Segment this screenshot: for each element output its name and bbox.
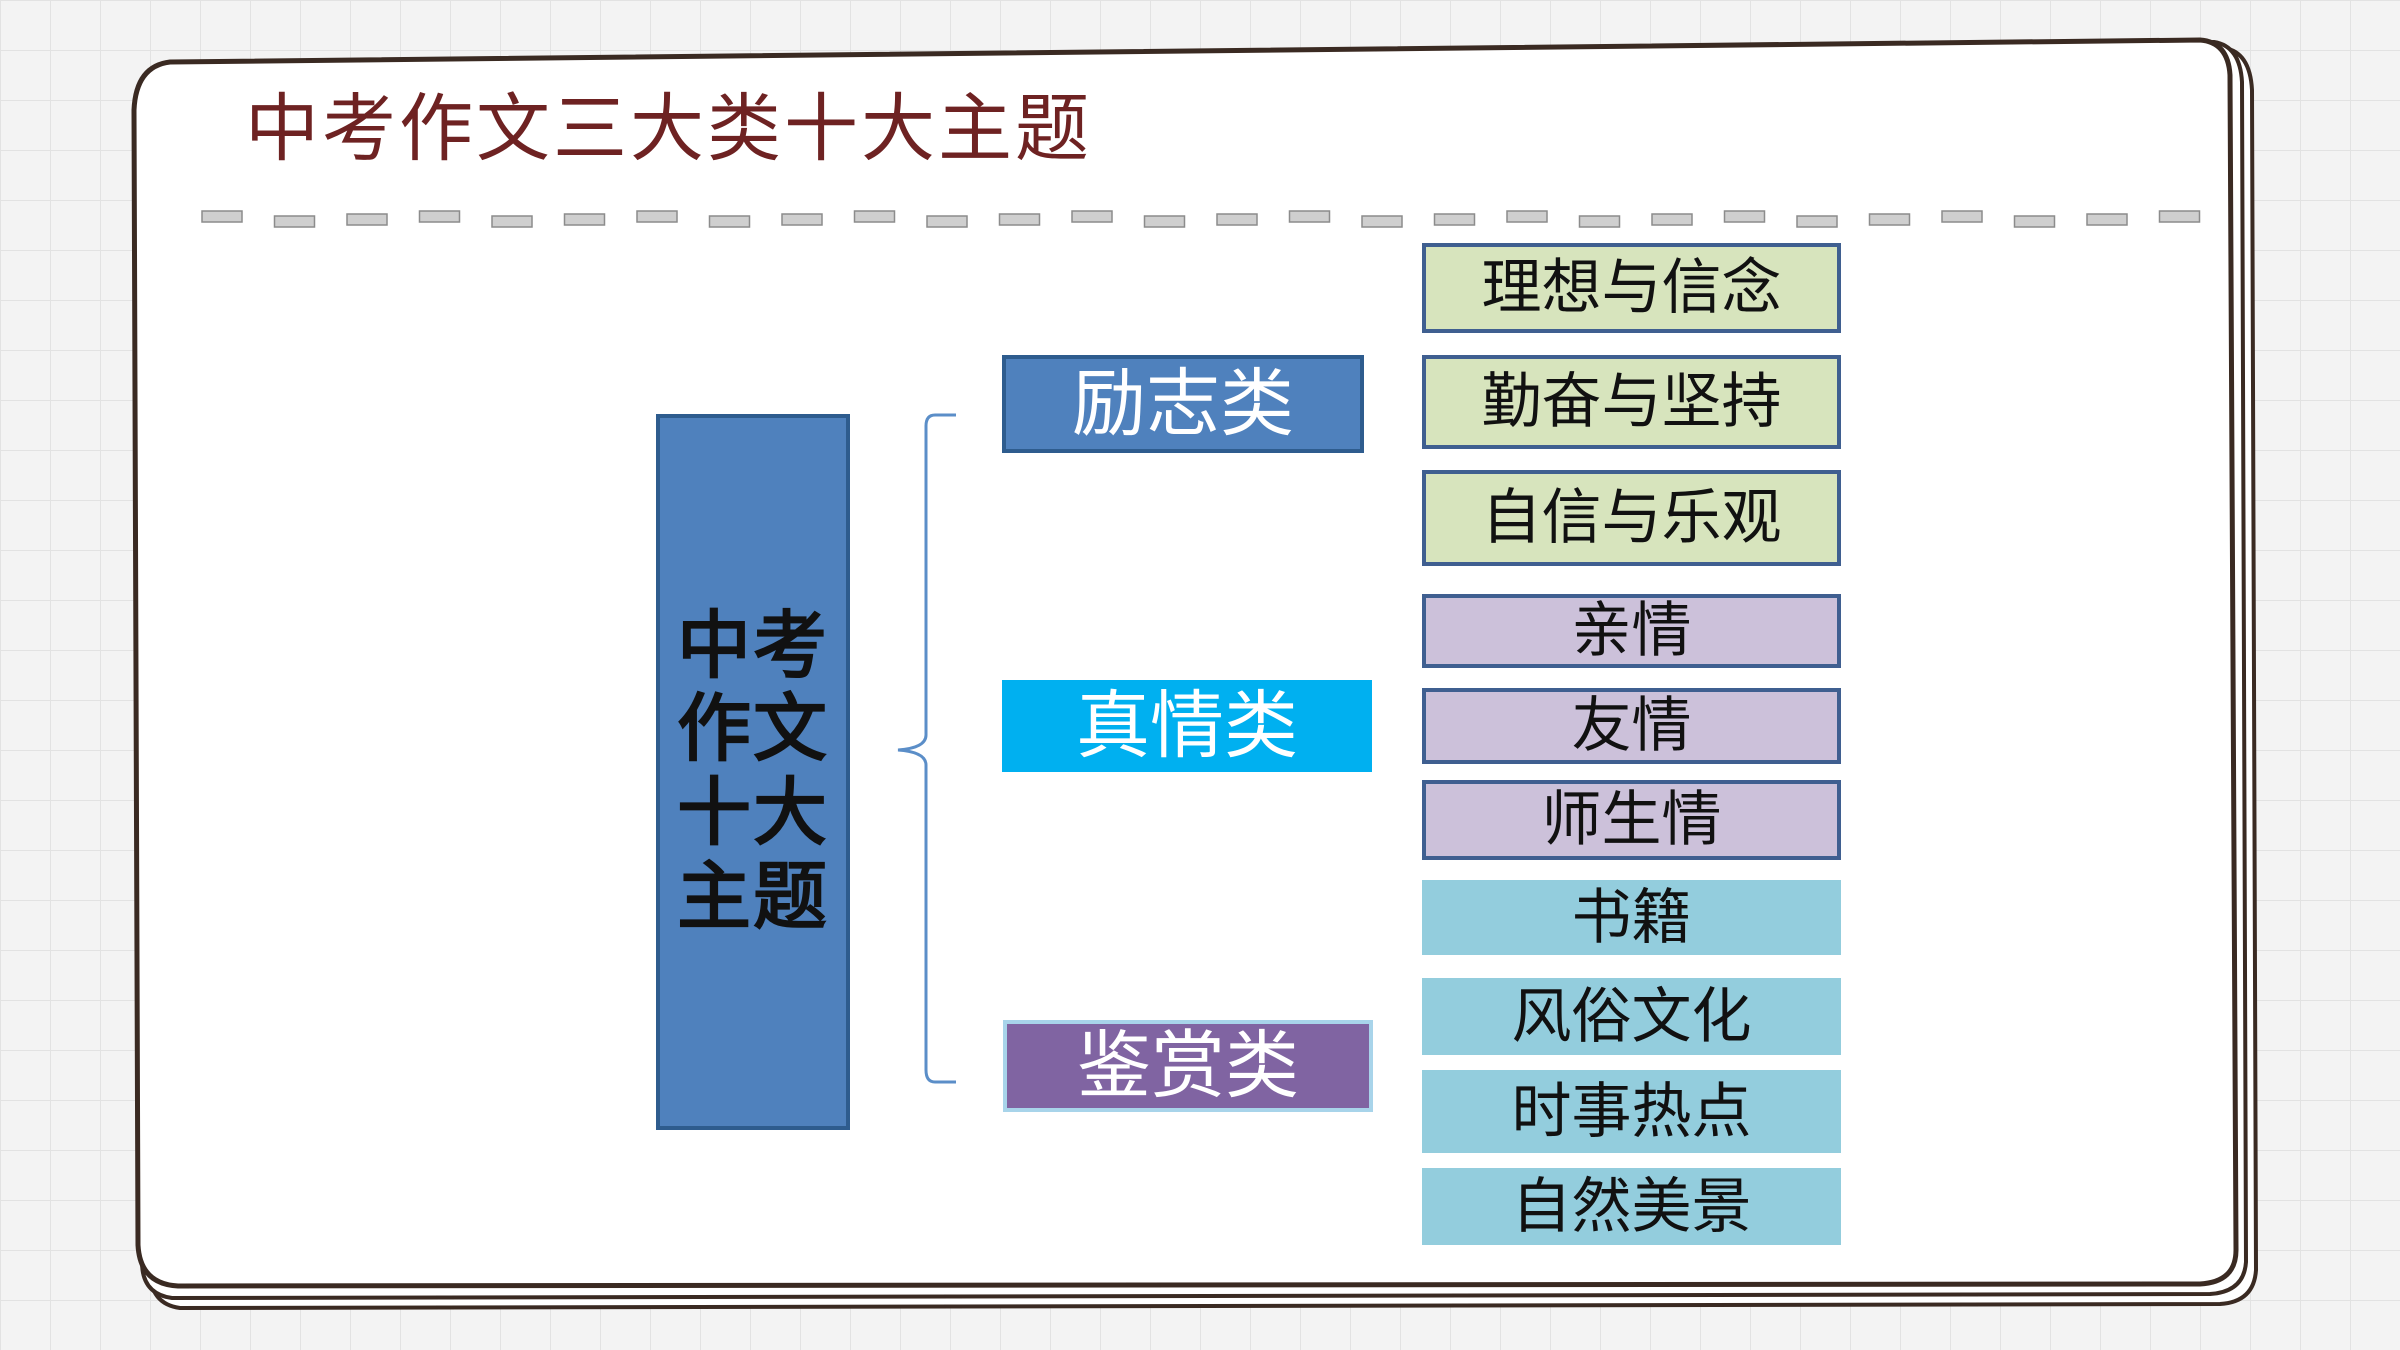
divider-dash (273, 215, 316, 228)
category-node: 励志类 (1002, 355, 1364, 453)
root-node-line: 中考 (677, 602, 829, 689)
topic-node: 风俗文化 (1422, 978, 1841, 1055)
divider-dash (1433, 213, 1476, 226)
page-title: 中考作文三大类十大主题 (245, 86, 1092, 172)
topic-node: 理想与信念 (1422, 243, 1841, 333)
divider-dash (2158, 210, 2201, 223)
divider-dash (636, 210, 678, 223)
divider-dash (1143, 215, 1186, 228)
topic-node: 自信与乐观 (1422, 470, 1841, 566)
divider-dash (1288, 210, 1331, 223)
topic-node: 友情 (1422, 688, 1841, 764)
root-node-line: 作文 (677, 686, 829, 773)
topic-node: 亲情 (1422, 594, 1841, 668)
divider-dash (201, 210, 243, 223)
divider-dash (926, 215, 968, 228)
divider-dash (1868, 213, 1911, 226)
topic-node: 师生情 (1422, 780, 1841, 860)
divider-dash (781, 213, 823, 226)
divider-dash (346, 213, 388, 226)
divider-dash (1941, 210, 1983, 223)
divider-dash (998, 213, 1041, 226)
root-node-line: 十大 (677, 770, 829, 856)
root-node-line: 主题 (677, 853, 829, 940)
divider-dash (708, 215, 751, 228)
divider-dash (1071, 210, 1113, 223)
divider-dash (2086, 213, 2128, 226)
category-node: 真情类 (1002, 680, 1372, 772)
topic-node: 勤奋与坚持 (1422, 355, 1841, 449)
topic-node: 时事热点 (1422, 1070, 1841, 1153)
divider-dash (853, 210, 896, 223)
divider-dash (1361, 215, 1403, 228)
divider-dash (2013, 215, 2056, 228)
divider-dash (1506, 210, 1548, 223)
divider-dash (1578, 215, 1621, 228)
divider-dash (1651, 213, 1693, 226)
divider-dash (1723, 210, 1766, 223)
divider-dash (418, 210, 461, 223)
divider-dash (1216, 213, 1258, 226)
dashed-divider (201, 210, 2201, 228)
topic-node: 自然美景 (1422, 1168, 1841, 1245)
root-node: 中考作文十大主题 (656, 414, 850, 1130)
divider-dash (491, 215, 533, 228)
brace-connector (897, 413, 956, 1084)
divider-dash (563, 213, 606, 226)
divider-dash (1796, 215, 1838, 228)
topic-node: 书籍 (1422, 880, 1841, 955)
category-node: 鉴赏类 (1003, 1020, 1373, 1112)
